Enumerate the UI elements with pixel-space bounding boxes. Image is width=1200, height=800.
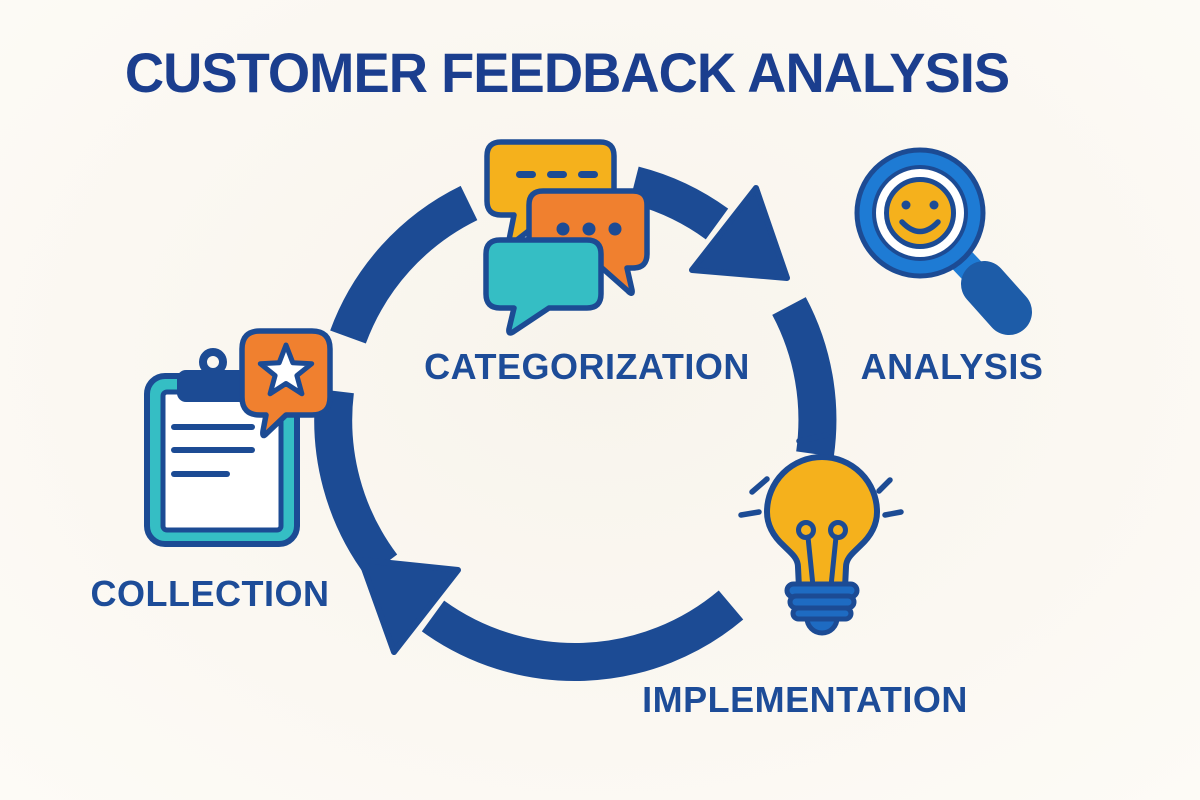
stage-label-analysis: ANALYSIS bbox=[860, 346, 1044, 387]
dot-text-lines bbox=[556, 222, 622, 236]
bulb-filament bbox=[796, 520, 848, 589]
light-rays bbox=[738, 432, 904, 518]
paper-text-lines bbox=[171, 424, 255, 477]
ring-arc-top-left bbox=[330, 185, 478, 344]
stage-label-implementation: IMPLEMENTATION bbox=[642, 679, 968, 720]
ring-arrowheads bbox=[358, 185, 790, 655]
clipboard-star-icon bbox=[144, 328, 333, 547]
stage-label-collection: COLLECTION bbox=[90, 573, 330, 614]
ring-arc-bottom bbox=[421, 590, 744, 682]
ring-arc-top-right bbox=[628, 166, 729, 240]
star-icon bbox=[257, 342, 315, 397]
ring-arc-left bbox=[314, 388, 398, 578]
magnifier-smiley-icon bbox=[854, 147, 1032, 335]
magnifier-handle bbox=[961, 261, 1032, 335]
lightbulb-icon bbox=[738, 432, 904, 636]
ring-arc-right bbox=[772, 297, 837, 457]
arrowhead-top-right bbox=[689, 185, 790, 281]
dash-text-lines bbox=[516, 171, 598, 178]
smiley-face bbox=[884, 177, 956, 249]
speech-bubbles-icon bbox=[483, 139, 650, 336]
page-title: CUSTOMER FEEDBACK ANALYSIS bbox=[124, 41, 1010, 104]
arrowhead-bottom-left bbox=[358, 557, 461, 655]
bulb-glass bbox=[764, 454, 880, 591]
clipboard-hanger-ring bbox=[199, 348, 227, 376]
cycle-ring bbox=[314, 166, 837, 682]
speech-bubble-teal bbox=[483, 237, 604, 336]
bulb-base-collar bbox=[784, 581, 860, 622]
stage-label-categorization: CATEGORIZATION bbox=[424, 346, 750, 387]
smiley-smile bbox=[899, 219, 941, 235]
smiley-eyes bbox=[901, 200, 939, 210]
